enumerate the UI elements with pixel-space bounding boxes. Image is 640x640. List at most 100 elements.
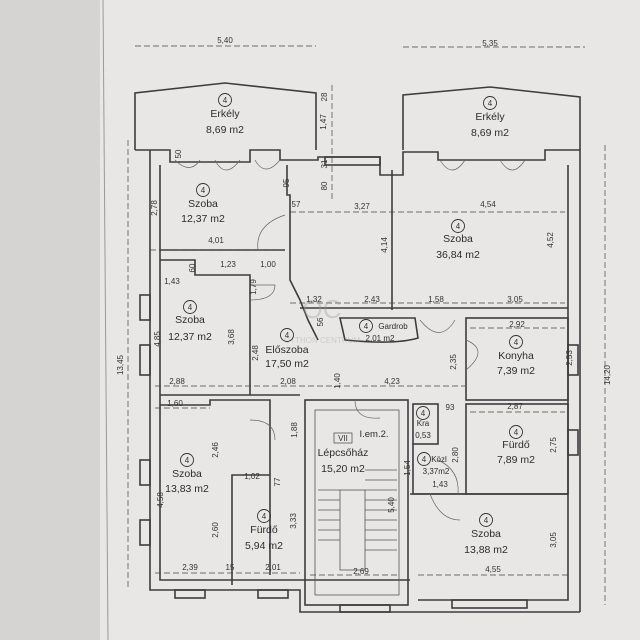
floor-label: I.em.2.: [359, 429, 388, 440]
room-name: Konyha: [498, 350, 534, 362]
badge-text: 4: [285, 331, 290, 340]
dimension-label: 2,46: [211, 442, 220, 458]
room-area: 13,88 m2: [464, 544, 508, 556]
dimension-label: 2,60: [211, 522, 220, 538]
badge-text: 4: [456, 222, 461, 231]
room-name: Szoba: [443, 233, 473, 245]
dimension-label: 4,54: [480, 200, 496, 209]
dimension-label: 4,14: [380, 237, 389, 253]
dimension-label: 2,43: [364, 295, 380, 304]
dimension-label: 2,01: [265, 563, 281, 572]
room-name: Szoba: [172, 468, 202, 480]
room-name: Közl: [431, 455, 447, 464]
dimension-label: 3,27: [354, 202, 370, 211]
dimension-lines: [127, 45, 606, 605]
badge-text: 4: [421, 409, 426, 418]
badge-text: 4: [488, 99, 493, 108]
dimension-label: 4,52: [546, 232, 555, 248]
badge-text: 4: [262, 512, 267, 521]
room-number-badge: 4: [416, 406, 430, 420]
dimension-label: 2,48: [251, 345, 260, 361]
room-name: Lépcsőház: [318, 447, 369, 459]
dimension-label: 56: [316, 317, 325, 326]
dimension-label: 4,55: [485, 565, 501, 574]
dimension-label: 2,92: [509, 320, 525, 329]
doors: [174, 159, 526, 521]
room-number-badge: 4: [417, 452, 431, 466]
dimension-label: 4,01: [208, 236, 224, 245]
dimension-label: 2,69: [353, 567, 369, 576]
dimension-label: 5,40: [217, 36, 233, 45]
dimension-label: 1,60: [167, 399, 183, 408]
dimension-label: 1,02: [244, 472, 260, 481]
dimension-label: 13,45: [116, 354, 125, 375]
dimension-label: 1,00: [260, 260, 276, 269]
badge-text: 4: [223, 96, 228, 105]
dimension-label: 1,43: [164, 277, 180, 286]
dimension-label: 5,40: [387, 497, 396, 513]
room-area: 15,20 m2: [321, 463, 365, 475]
outer-wall-left-bottom: [149, 150, 580, 613]
room-name: Erkély: [475, 111, 505, 123]
dimension-label: 2,75: [549, 437, 558, 453]
section-box: [333, 432, 353, 444]
inner-outline-left: [159, 165, 410, 581]
dimension-label: 14,20: [603, 364, 612, 385]
balcony-left-outline: [134, 82, 317, 150]
dimension-label: 2,53: [565, 350, 574, 366]
dimension-label: 80: [320, 181, 329, 190]
dimension-label: 93: [446, 403, 455, 412]
room-name: Szoba: [175, 314, 205, 326]
dimension-label: 3,05: [507, 295, 523, 304]
dimension-label: 5,35: [482, 39, 498, 48]
kra-walls: [412, 403, 439, 445]
section-label: VII: [338, 434, 348, 443]
room-name: Fürdő: [250, 524, 278, 536]
badge-text: 4: [514, 338, 519, 347]
room-area: 7,89 m2: [497, 454, 535, 466]
room-number-badge: 4: [218, 93, 232, 107]
room-area: 12,37 m2: [168, 331, 212, 343]
room-name: Kra: [417, 419, 430, 428]
badge-text: 4: [364, 322, 369, 331]
dimension-label: 50: [174, 149, 183, 158]
dimension-label: 1,79: [249, 279, 258, 295]
watermark-logo: OC OTTHON CENTRUM: [284, 294, 360, 345]
dimension-label: 2,35: [449, 354, 458, 370]
svg-text:OC: OC: [303, 294, 342, 324]
dimension-label: 28: [320, 92, 329, 101]
room-number-badge: 4: [451, 219, 465, 233]
room-area: 7,39 m2: [497, 365, 535, 377]
badge-text: 4: [188, 303, 193, 312]
wall-furdo-left: [231, 474, 270, 585]
room-area: 0,53: [415, 431, 431, 440]
dimension-label: 1,40: [333, 373, 342, 389]
room-area: 3,37m2: [423, 467, 450, 476]
dimension-label: 1,23: [220, 260, 236, 269]
dimension-label: 2,87: [507, 402, 523, 411]
room-number-badge: 4: [257, 509, 271, 523]
dimension-label: 31: [320, 159, 329, 168]
wall-2: [160, 259, 251, 395]
room-name: Erkély: [210, 108, 240, 120]
dimension-label: 77: [273, 477, 282, 486]
room-name: Előszoba: [265, 344, 308, 356]
room-area: 13,83 m2: [165, 483, 209, 495]
room-area: 12,37 m2: [181, 213, 225, 225]
dimension-label: 2,88: [169, 377, 185, 386]
room-area: 2,01 m2: [366, 334, 395, 343]
dimension-label: 95: [282, 178, 291, 187]
dimension-label: 15: [226, 563, 235, 572]
dimension-label: 1,32: [306, 295, 322, 304]
